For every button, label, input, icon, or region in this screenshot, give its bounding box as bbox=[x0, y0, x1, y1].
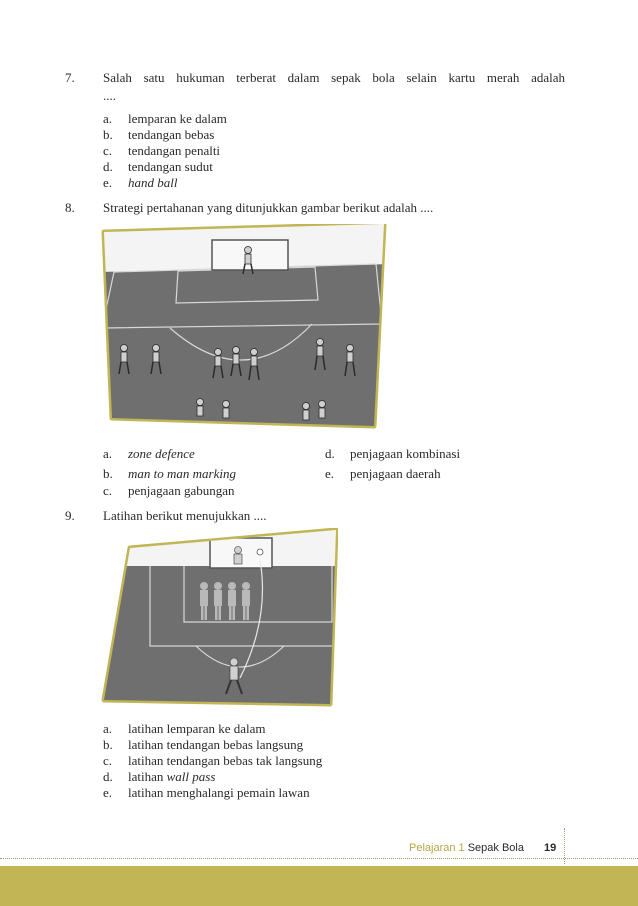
footer-chapter: Pelajaran 1 Sepak Bola bbox=[409, 842, 524, 854]
q7-option-c-letter: c. bbox=[103, 143, 113, 158]
q7-question-text-cont: .... bbox=[103, 88, 116, 103]
q7-option-a: lemparan ke dalam bbox=[128, 111, 227, 126]
goalkeeper-figure bbox=[233, 546, 243, 565]
q9-option-e-letter: e. bbox=[103, 785, 113, 800]
q9-option-c: latihan tendangan bebas tak langsung bbox=[128, 753, 323, 768]
q8-number: 8. bbox=[65, 200, 75, 215]
q8-option-c: penjagaan gabungan bbox=[128, 483, 235, 498]
q7-option-e-letter: e. bbox=[103, 175, 113, 190]
q7-option-c: tendangan penalti bbox=[128, 143, 221, 158]
q9-option-a-letter: a. bbox=[103, 721, 113, 736]
wall-player-3 bbox=[228, 582, 236, 620]
q7-option-a-letter: a. bbox=[103, 111, 113, 126]
q7-option-d-letter: d. bbox=[103, 159, 113, 174]
q9-option-e: latihan menghalangi pemain lawan bbox=[128, 785, 310, 800]
footer-topic: Sepak Bola bbox=[467, 842, 524, 854]
q8-option-e: penjagaan daerah bbox=[350, 466, 441, 481]
q8-question-text: Strategi pertahanan yang ditunjukkan gam… bbox=[103, 200, 434, 215]
q8-option-b: man to man marking bbox=[128, 466, 236, 481]
q9-question-text: Latihan berikut menujukkan .... bbox=[103, 508, 267, 523]
footer-lesson: Pelajaran 1 bbox=[409, 842, 465, 854]
footer-divider bbox=[0, 858, 638, 859]
q9-option-d-letter: d. bbox=[103, 769, 113, 784]
kicker-figure bbox=[225, 657, 243, 695]
q7-question-text: Salah satu hukuman terberat dalam sepak … bbox=[103, 70, 565, 85]
q9-option-d-italic: wall pass bbox=[166, 769, 216, 784]
goalkeeper-figure bbox=[242, 246, 254, 275]
q8-option-b-letter: b. bbox=[103, 466, 113, 481]
wall-player-4 bbox=[242, 582, 250, 620]
page-number: 19 bbox=[544, 842, 557, 854]
q8-option-c-letter: c. bbox=[103, 483, 113, 498]
q7-option-b-letter: b. bbox=[103, 127, 113, 142]
q7-option-e: hand ball bbox=[128, 175, 178, 190]
q7-option-b: tendangan bebas bbox=[128, 127, 215, 142]
q9-number: 9. bbox=[65, 508, 75, 523]
zone-defence-illustration bbox=[101, 224, 387, 429]
q8-option-a: zone defence bbox=[128, 446, 195, 461]
ball-icon bbox=[256, 548, 264, 556]
q9-option-a: latihan lemparan ke dalam bbox=[128, 721, 266, 736]
wall-player-2 bbox=[214, 582, 222, 620]
q8-option-a-letter: a. bbox=[103, 446, 113, 461]
q7-option-d: tendangan sudut bbox=[128, 159, 213, 174]
q9-option-d-plain: latihan bbox=[128, 769, 167, 784]
q8-option-d-letter: d. bbox=[325, 446, 335, 461]
footer-divider-vertical bbox=[564, 828, 565, 864]
q9-option-d: latihan wall pass bbox=[128, 769, 215, 785]
q8-option-e-letter: e. bbox=[325, 466, 335, 481]
footer-band bbox=[0, 866, 638, 906]
q8-option-d: penjagaan kombinasi bbox=[350, 446, 461, 461]
q9-option-b: latihan tendangan bebas langsung bbox=[128, 737, 304, 752]
free-kick-training-illustration bbox=[101, 528, 338, 707]
q7-number: 7. bbox=[65, 70, 75, 85]
q9-option-b-letter: b. bbox=[103, 737, 113, 752]
wall-player-1 bbox=[200, 582, 208, 620]
q9-option-c-letter: c. bbox=[103, 753, 113, 768]
